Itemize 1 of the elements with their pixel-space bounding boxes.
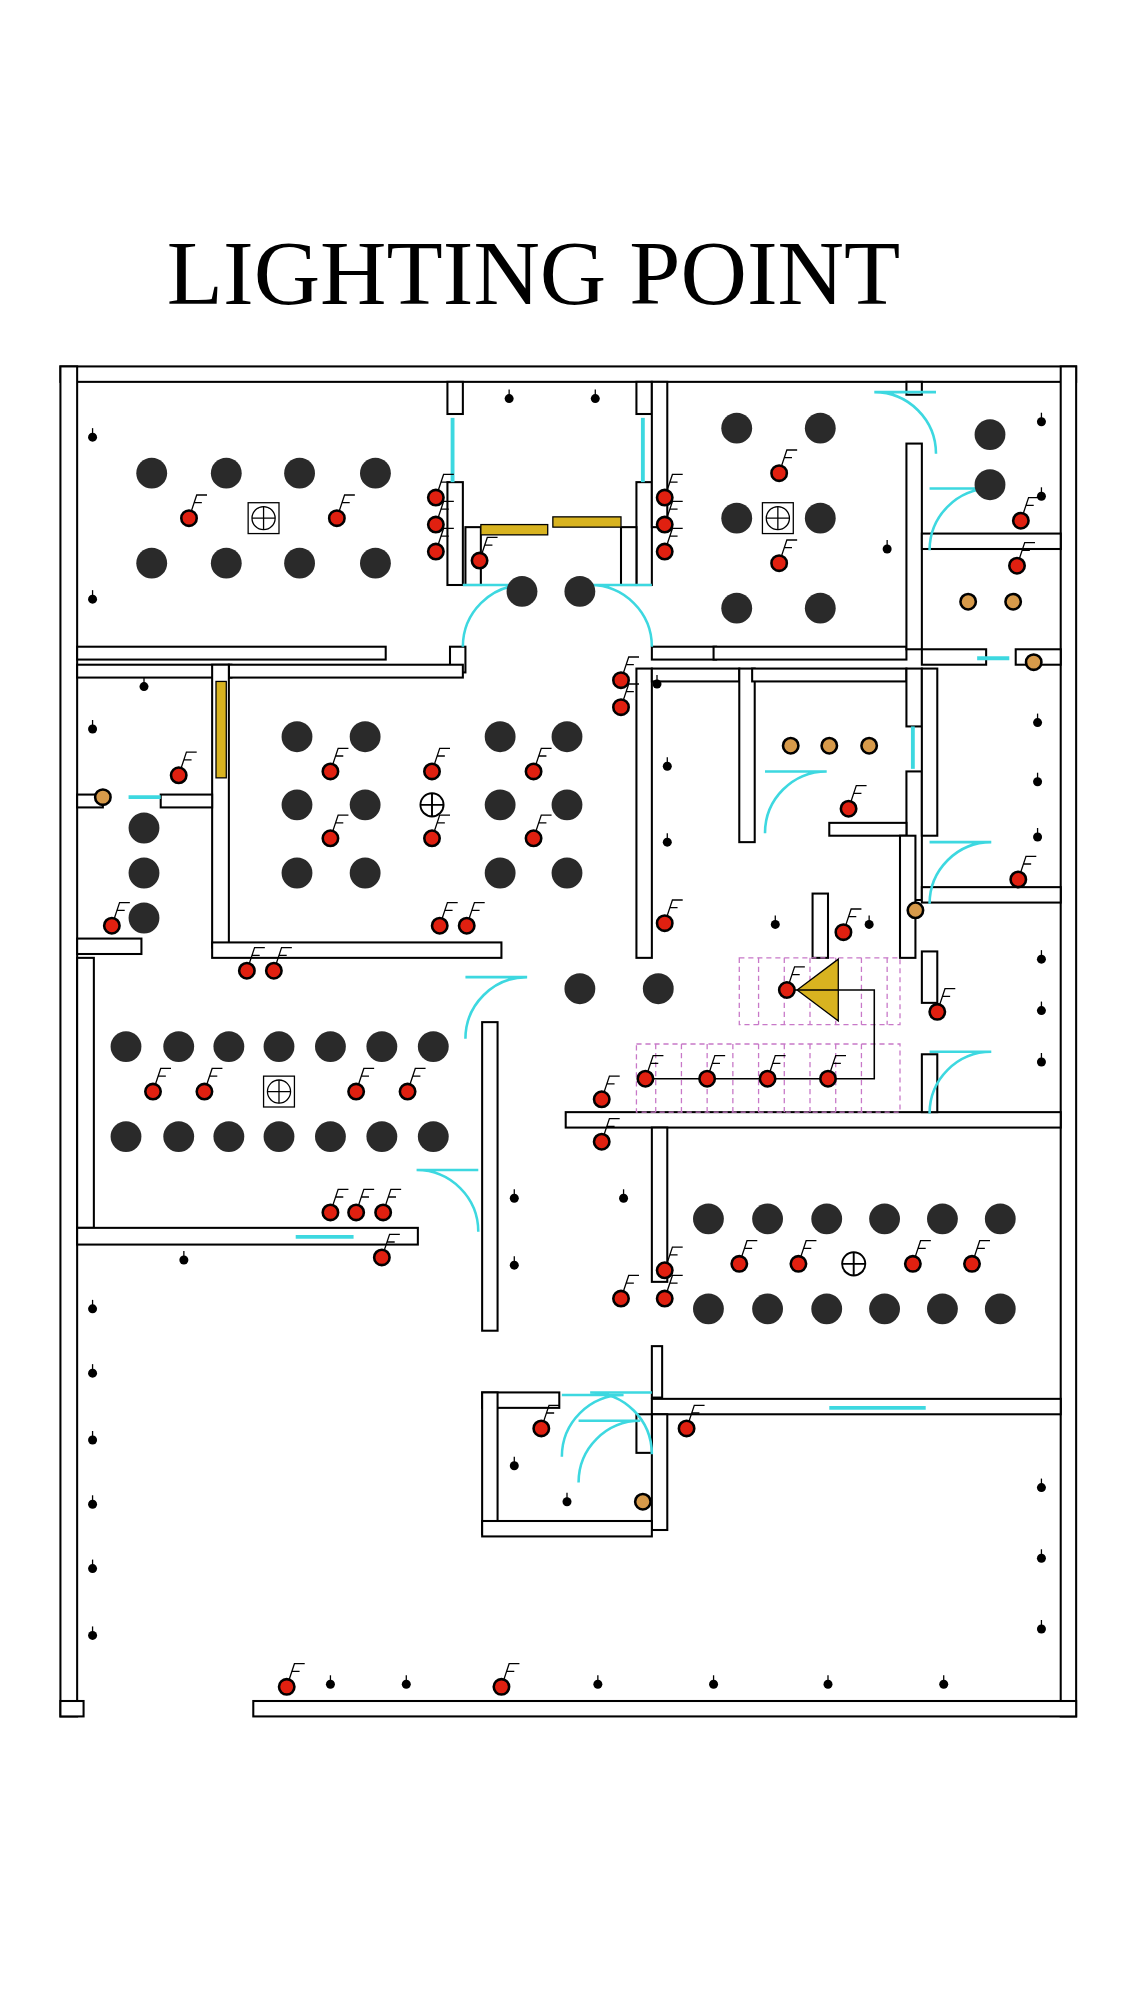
title: LIGHTING POINT [165, 221, 902, 326]
